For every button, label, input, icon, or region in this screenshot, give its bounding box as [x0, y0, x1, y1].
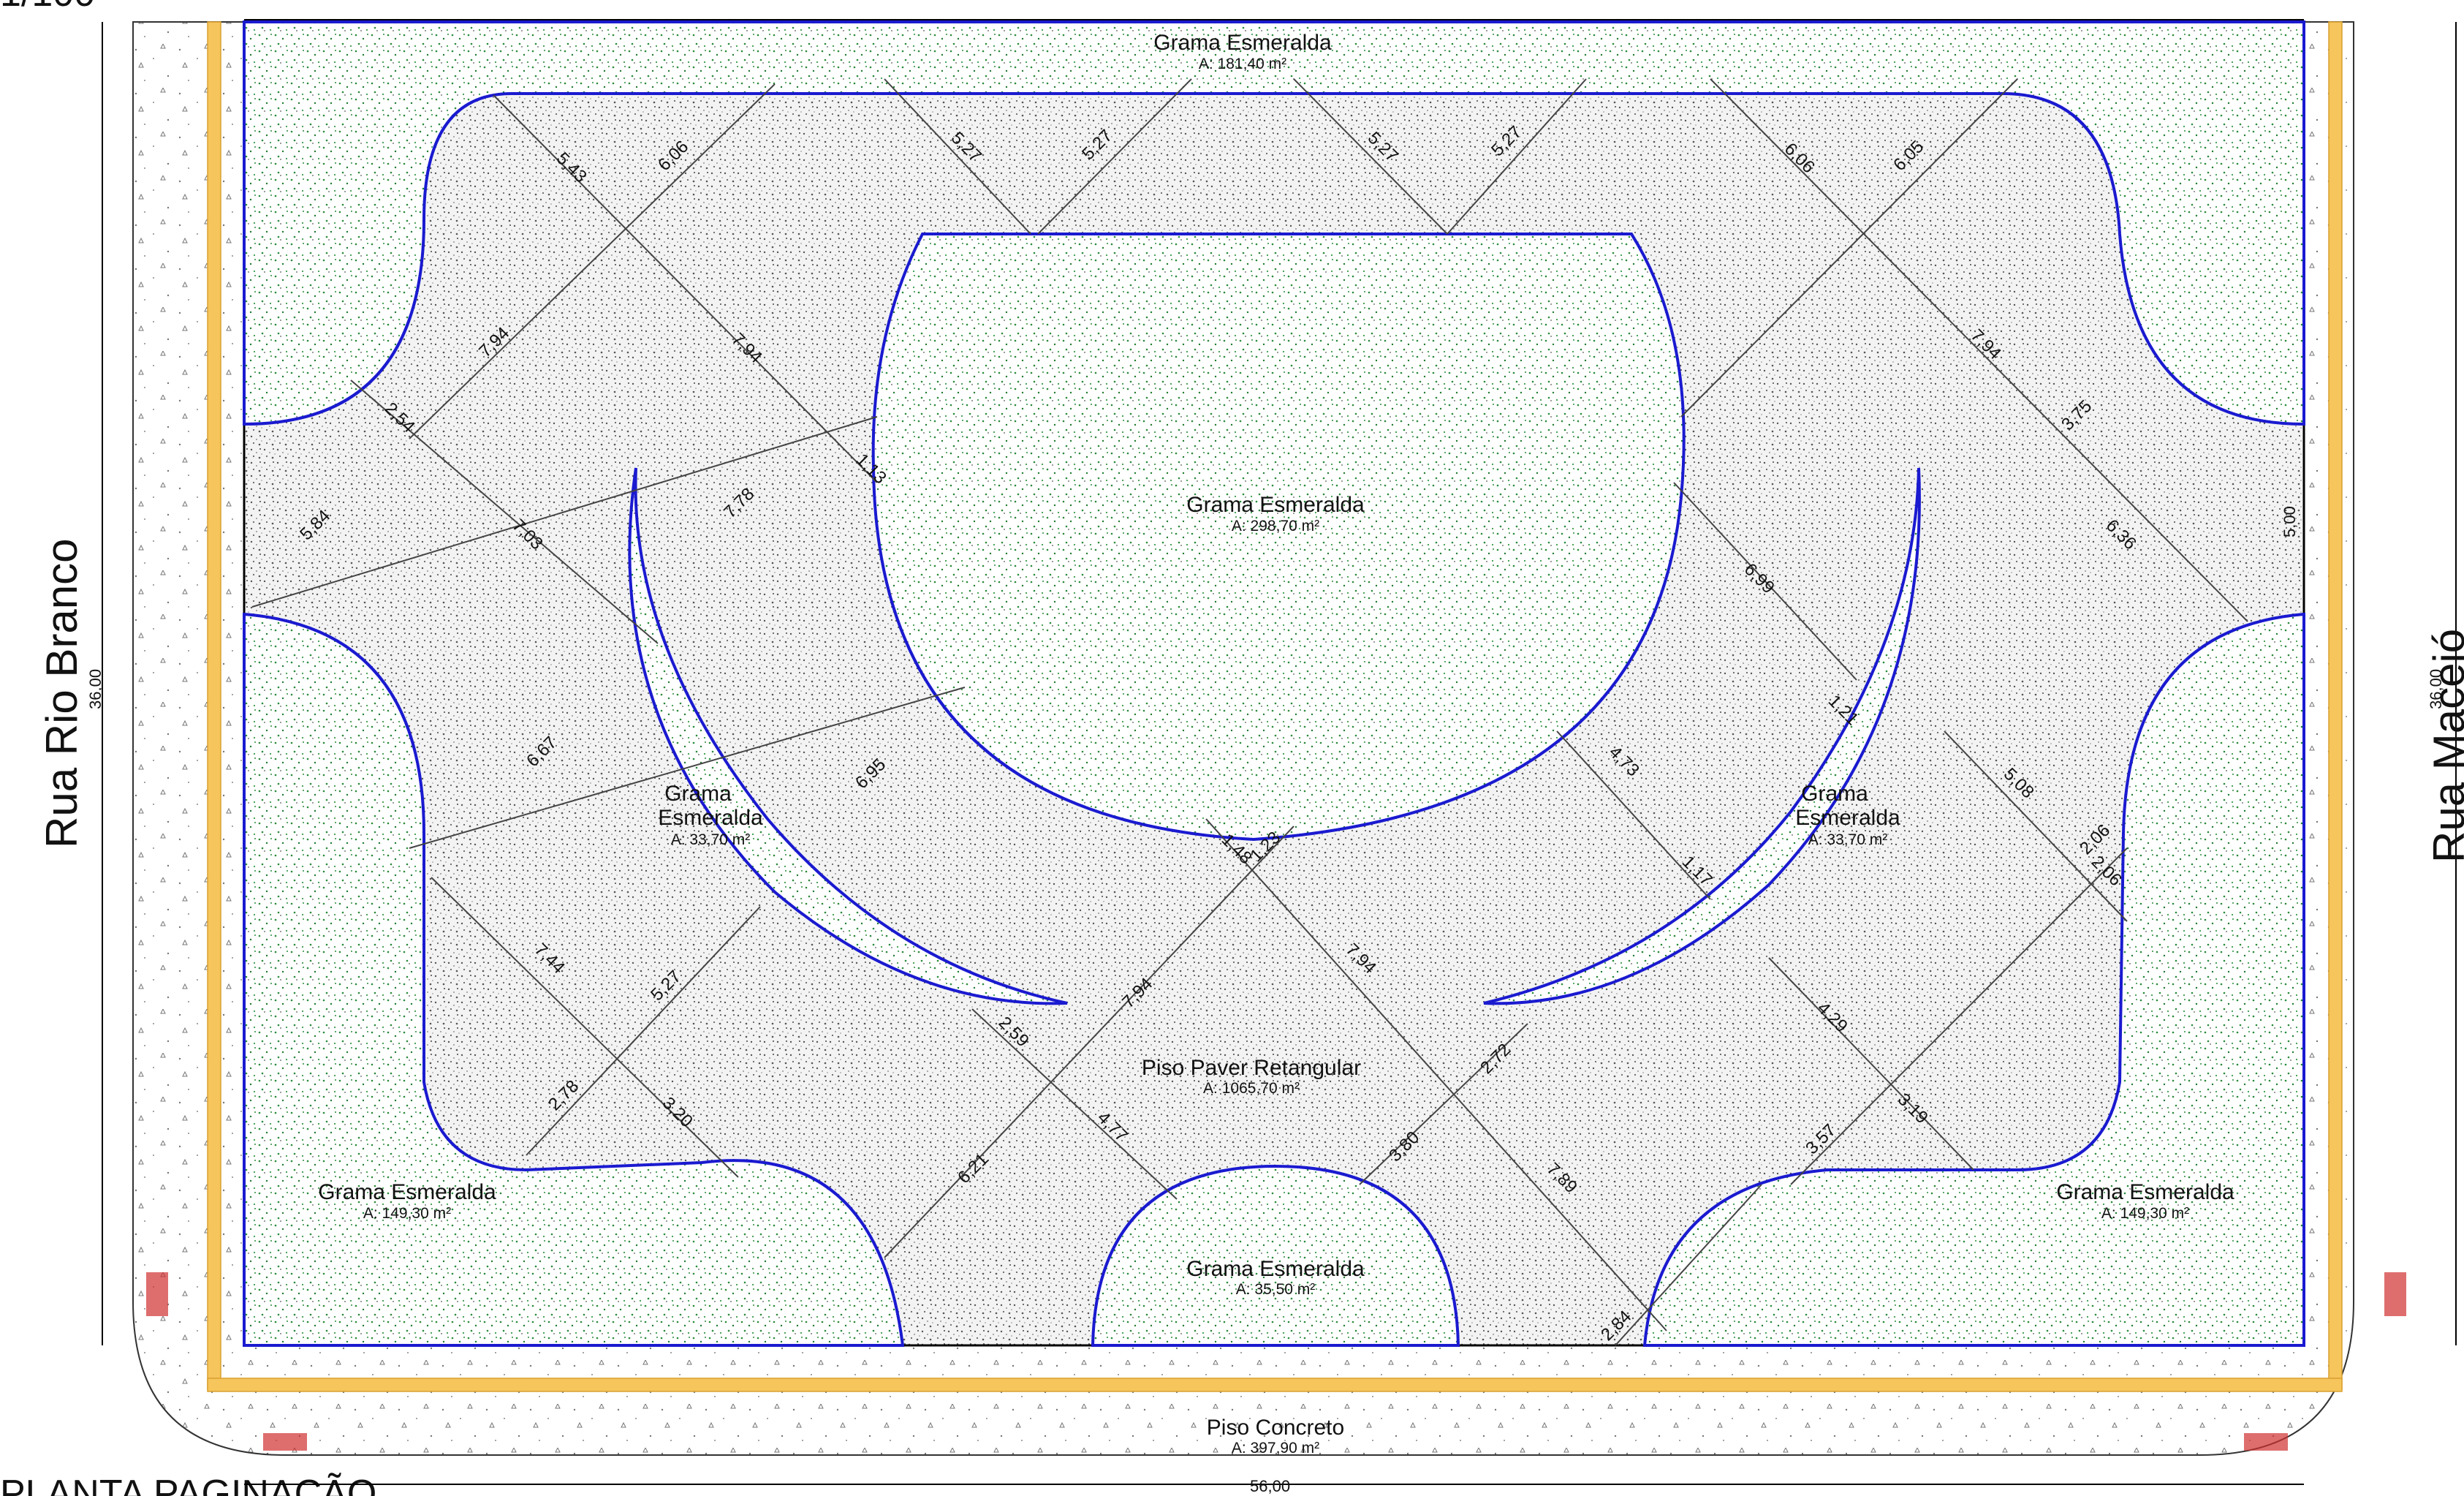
inlet-bottom-right	[2244, 1433, 2288, 1451]
label-crescent-left-line2: Esmeralda	[658, 806, 763, 830]
inlet-bottom-left	[263, 1433, 307, 1451]
label-bottom-left-name: Grama Esmeralda	[318, 1180, 496, 1204]
grass-crescent-right	[1483, 467, 1921, 1005]
label-center-value: A: 298,70 m²	[1232, 518, 1319, 534]
label-bottom-right-name: Grama Esmeralda	[2056, 1180, 2234, 1204]
grass-center-bowl	[871, 233, 1686, 842]
utility-line-bottom	[207, 1378, 2343, 1392]
label-top-name: Grama Esmeralda	[1153, 31, 1332, 55]
utility-line-left	[207, 21, 221, 1390]
paver-diagonal-lines	[251, 78, 2248, 1346]
label-concrete-value: A: 397,90 m²	[1232, 1440, 1319, 1457]
grass-crescent-left	[628, 467, 1068, 1005]
overall-height-left-label: 36,00	[86, 669, 105, 709]
grass-bottom-center	[1091, 1164, 1460, 1347]
street-left-label: Rua Rio Branco	[37, 538, 86, 848]
label-concrete-name: Piso Concreto	[1207, 1416, 1344, 1440]
label-center-name: Grama Esmeralda	[1186, 493, 1365, 517]
label-bottom-right-value: A: 149,30 m²	[2101, 1205, 2189, 1222]
label-top-value: A: 181,40 m²	[1199, 56, 1286, 72]
label-crescent-left-line1: Grama	[664, 782, 732, 806]
label-crescent-right-line1: Grama	[1801, 782, 1868, 806]
right-gap-label: 5,00	[2281, 506, 2299, 537]
overall-width-label: 56,00	[1250, 1477, 1290, 1495]
label-crescent-right-value: A: 33,70 m²	[1808, 831, 1888, 848]
overall-height-right-label: 36,00	[2427, 669, 2445, 709]
label-crescent-left-value: A: 33,70 m²	[671, 831, 751, 848]
inlet-left	[146, 1272, 168, 1316]
label-crescent-right-line2: Esmeralda	[1795, 806, 1900, 830]
street-right-label: Rua Maceió	[2425, 629, 2464, 863]
grass-bottom-left	[243, 612, 905, 1347]
inlet-right	[2384, 1272, 2406, 1316]
scale-label: 1/100	[0, 0, 95, 15]
label-bottom-center-value: A: 35,50 m²	[1236, 1281, 1316, 1298]
utility-line-right	[2328, 21, 2343, 1390]
grass-bottom-right	[1642, 612, 2305, 1347]
label-paver-name: Piso Paver Retangular	[1142, 1056, 1361, 1080]
label-paver-value: A: 1065,70 m²	[1203, 1080, 1300, 1097]
label-bottom-center-name: Grama Esmeralda	[1186, 1257, 1365, 1281]
label-bottom-left-value: A: 149,30 m²	[363, 1205, 451, 1222]
